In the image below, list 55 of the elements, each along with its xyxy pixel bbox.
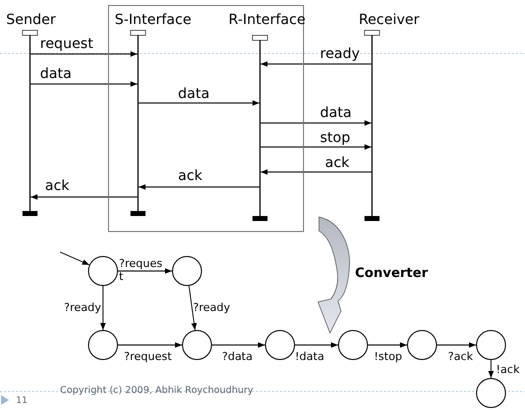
transition-arrow [488,360,494,378]
interface-frame [108,5,304,232]
participant-name: S-Interface [114,12,192,28]
message-label: stop [320,130,350,146]
transition-arrow [100,286,106,330]
start-arrow [60,252,90,266]
page-number: 11 [16,396,28,406]
message-label: ready [320,46,360,62]
message-arrow [138,184,260,190]
message-label: data [178,86,210,102]
transition-label: ?ready [64,302,102,315]
transition-label: !data [295,351,324,364]
arrow-label: Converter [355,267,428,282]
state-circle [265,330,295,360]
message-label: data [320,105,352,122]
state-circle [182,330,212,360]
transition-label: !stop [374,351,402,364]
message-label: data [40,66,72,82]
transition-label: !ack [496,364,520,377]
message-label: ack [45,178,70,194]
transition-label: ?ready [193,302,230,315]
transition-arrow [118,268,172,274]
state-circle [88,330,118,360]
message-label: ack [325,155,350,172]
message-arrow [260,144,372,150]
message-arrow [260,61,372,67]
transition-arrow [368,342,408,348]
participant-name: Receiver [358,12,420,28]
transition-arrow [188,285,197,331]
message-arrow [30,194,138,200]
curved-block-arrow [318,216,350,334]
transition-label: ?request [119,258,163,284]
message-arrow [30,81,138,87]
transition-arrow [212,342,266,348]
message-arrow [260,169,372,175]
state-circle [88,256,118,286]
state-circle [476,378,506,408]
transition-label: ?ack [448,351,473,364]
state-circle [338,330,368,360]
message-arrow [30,51,138,57]
participant-name: R-Interface [228,12,306,28]
state-circle [476,330,506,360]
transition-label: ?request [124,351,172,364]
message-arrow [138,100,260,106]
transition-label: ?data [222,351,253,364]
message-label: request [40,36,94,52]
state-circle [407,330,437,360]
transition-arrow [436,342,476,348]
message-arrow [260,120,372,126]
copyright-note: Copyright (c) 2009, Abhik Roychoudhury [60,386,254,397]
transition-arrow [118,342,182,348]
transition-arrow [294,342,338,348]
message-label: ack [178,168,202,184]
participant-name: Sender [5,12,57,28]
state-circle [172,256,202,286]
